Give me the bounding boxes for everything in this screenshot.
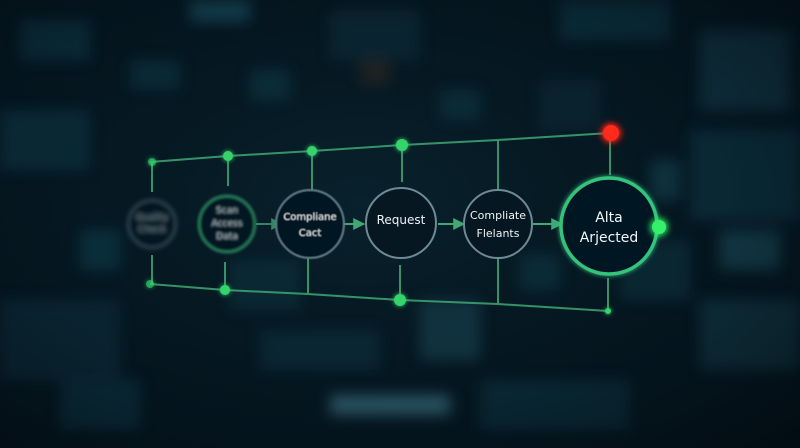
bottom-bus-line <box>149 283 609 312</box>
node-label: Arjected <box>580 230 639 246</box>
node-label: Scan <box>216 206 238 216</box>
top-bus-line <box>149 132 611 163</box>
junction-dot <box>220 285 230 295</box>
junction-dot <box>394 294 406 306</box>
junction-dot <box>146 280 154 288</box>
node-label: Request <box>377 213 426 227</box>
node-label: Compliate <box>470 209 526 222</box>
node-compliate-flelants[interactable]: Compliate Flelants <box>463 189 533 259</box>
node-label: Flelants <box>477 227 520 240</box>
node-label: Alta <box>595 210 623 226</box>
node-scan-access[interactable]: Scan Access Data <box>197 194 257 254</box>
node-request[interactable]: Request <box>365 187 437 259</box>
node-quality-check[interactable]: Quality Check <box>127 199 177 249</box>
junction-dot <box>307 146 317 156</box>
junction-dot <box>396 139 408 151</box>
junction-dot <box>605 308 611 314</box>
node-label: Access <box>212 219 243 229</box>
status-alert-indicator <box>603 125 619 141</box>
node-label: Check <box>138 225 166 235</box>
junction-dot <box>223 151 233 161</box>
status-ok-indicator <box>652 220 666 234</box>
node-label: Data <box>216 232 238 242</box>
node-compliance-cact[interactable]: Compliane Cact <box>275 189 345 259</box>
node-alta-arjected[interactable]: Alta Arjected <box>559 176 659 276</box>
node-label: Quality <box>136 213 169 223</box>
node-label: Cact <box>299 228 322 239</box>
junction-dot <box>148 158 156 166</box>
node-label: Compliane <box>283 212 336 223</box>
